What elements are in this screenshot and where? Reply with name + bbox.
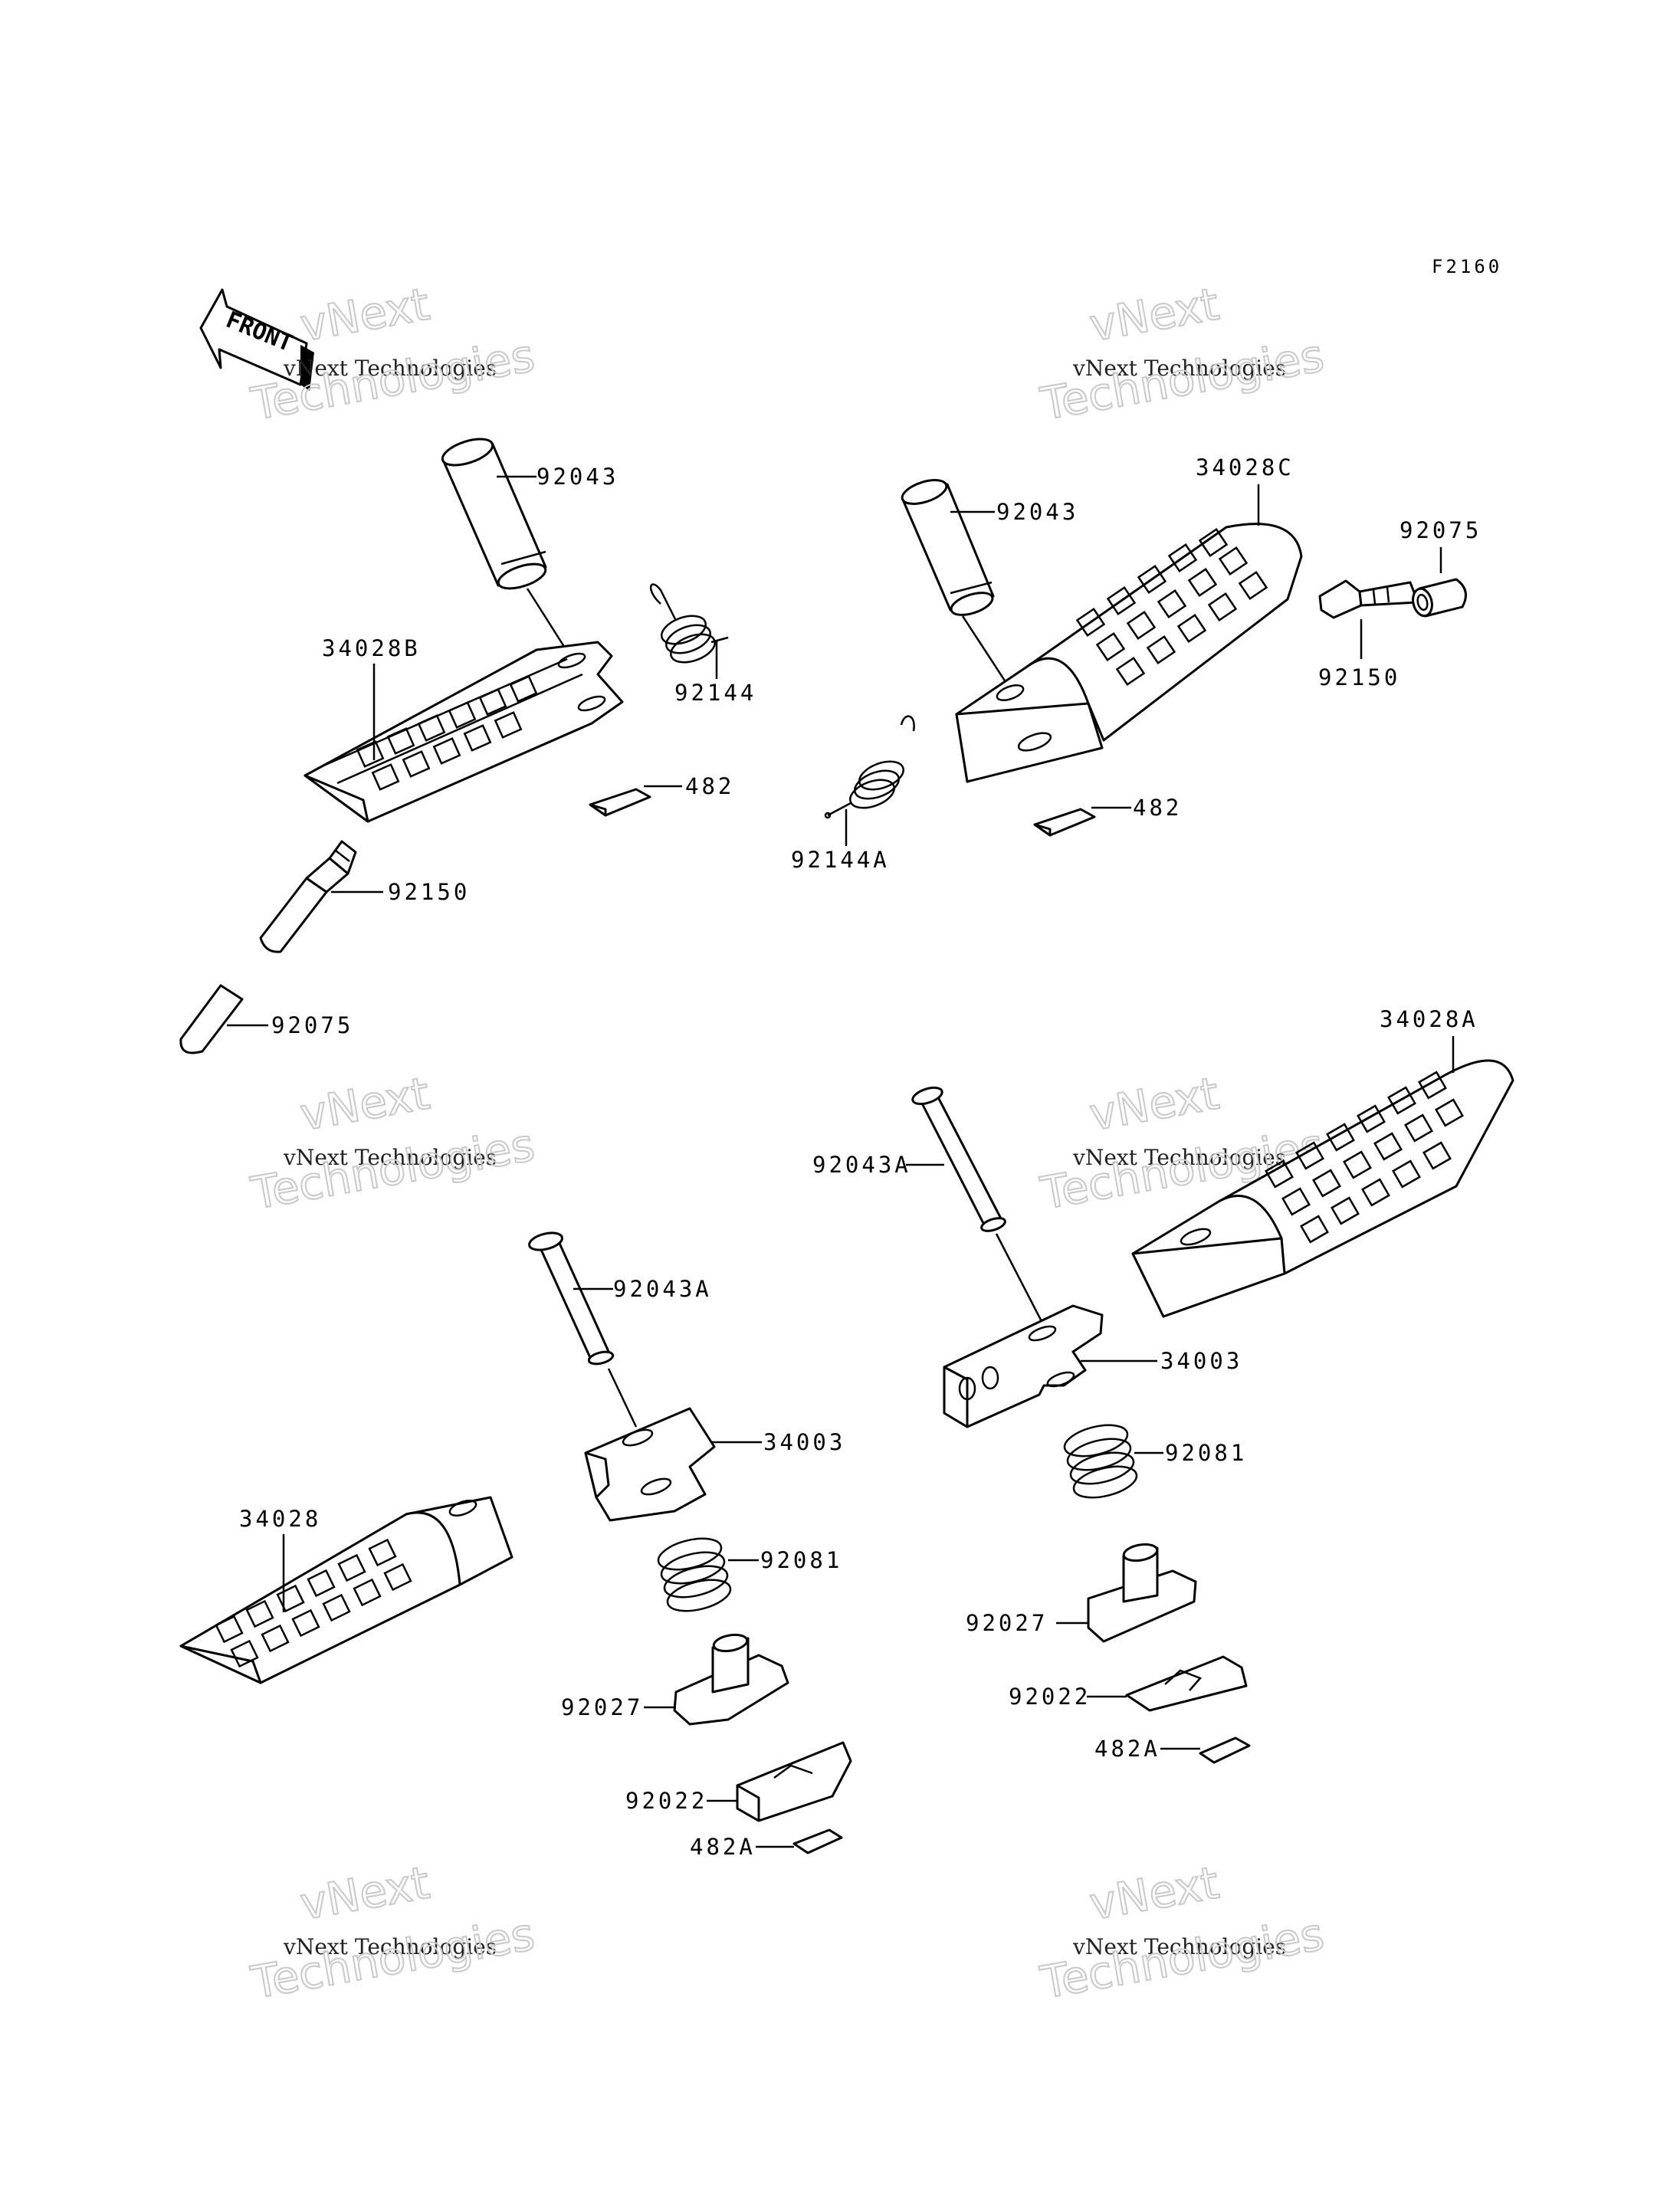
cap-92075-left	[179, 984, 244, 1054]
footpeg-34028B	[304, 641, 624, 823]
callout-482-right: 482	[1133, 795, 1182, 821]
clip-482-right	[1033, 808, 1096, 837]
callout-92075-left: 92075	[271, 1012, 353, 1038]
svg-text:Technologies: Technologies	[248, 1119, 539, 1220]
svg-text:vNext Technologies: vNext Technologies	[1072, 1934, 1286, 1959]
svg-text:vNext: vNext	[297, 1856, 434, 1930]
cap-92075-right	[1412, 578, 1467, 618]
svg-text:vNext Technologies: vNext Technologies	[1072, 356, 1286, 381]
callout-92043A-right: 92043A	[812, 1152, 911, 1178]
clip-482A-right	[1199, 1736, 1251, 1764]
callout-482A-left: 482A	[690, 1834, 756, 1860]
pin-92043-right	[901, 479, 995, 616]
footpeg-34028C	[955, 523, 1303, 783]
callout-92150-left: 92150	[388, 879, 470, 905]
spring-92144	[649, 583, 729, 664]
callout-92081-left: 92081	[760, 1547, 842, 1573]
svg-text:vNext Technologies: vNext Technologies	[1072, 1145, 1286, 1170]
callout-482-left: 482	[685, 773, 734, 799]
callout-92022-right: 92022	[1009, 1684, 1091, 1710]
footpeg-34028	[179, 1496, 514, 1684]
callout-34028C: 34028C	[1196, 454, 1294, 480]
spring-92144A	[824, 715, 915, 819]
callout-92144: 92144	[674, 680, 756, 706]
svg-text:vNext Technologies: vNext Technologies	[283, 356, 497, 381]
clip-482A-left	[792, 1828, 843, 1854]
pivot-34003-right	[943, 1304, 1104, 1428]
callout-34028B: 34028B	[322, 635, 421, 661]
pin-92043-left	[441, 438, 547, 590]
callout-34003-right: 34003	[1160, 1348, 1242, 1374]
plate-92022-right	[1125, 1655, 1248, 1712]
svg-text:Technologies: Technologies	[1037, 1908, 1328, 2009]
callout-34028: 34028	[239, 1506, 321, 1532]
holder-92027-left	[673, 1633, 789, 1726]
callout-92075-right: 92075	[1399, 517, 1481, 543]
plate-92022-left	[736, 1741, 852, 1822]
front-arrow-icon: FRONT	[199, 288, 314, 391]
callout-482A-right: 482A	[1094, 1736, 1160, 1762]
callout-92144A: 92144A	[791, 847, 890, 873]
svg-text:vNext: vNext	[1086, 277, 1223, 351]
holder-92027-right	[1087, 1543, 1197, 1643]
svg-text:vNext Technologies: vNext Technologies	[283, 1145, 497, 1170]
watermark-bottom-left: vNext vNext Technologies Technologies	[247, 1855, 540, 2009]
svg-text:vNext: vNext	[1086, 1067, 1223, 1140]
spring-92081-left	[657, 1537, 732, 1612]
callout-92081-right: 92081	[1165, 1440, 1247, 1466]
footpeg-34028A	[1131, 1059, 1514, 1318]
pin-92043A-left	[528, 1231, 615, 1366]
clip-482-left	[589, 788, 651, 817]
svg-text:Technologies: Technologies	[1037, 330, 1328, 431]
callout-92027-right: 92027	[966, 1610, 1048, 1636]
callout-92022-left: 92022	[625, 1788, 707, 1814]
pin-92043A-right	[911, 1086, 1006, 1232]
watermark-bottom-right: vNext vNext Technologies Technologies	[1036, 1855, 1329, 2009]
svg-text:vNext: vNext	[297, 1067, 434, 1140]
callout-34028A: 34028A	[1380, 1006, 1478, 1032]
callout-92043A-left: 92043A	[613, 1276, 712, 1302]
callout-92150-right: 92150	[1318, 664, 1400, 690]
callout-34003-left: 34003	[763, 1429, 845, 1455]
svg-text:vNext Technologies: vNext Technologies	[283, 1934, 497, 1959]
svg-text:vNext: vNext	[1086, 1856, 1223, 1930]
figure-code: F2160	[1432, 256, 1502, 277]
svg-text:Technologies: Technologies	[248, 1908, 539, 2009]
bolt-92150-left	[259, 840, 357, 953]
watermark-mid-left: vNext vNext Technologies Technologies	[247, 1066, 540, 1220]
pivot-34003-left	[584, 1407, 716, 1522]
callout-92043-left: 92043	[536, 464, 619, 490]
bolt-92150-right	[1318, 579, 1419, 619]
callout-92027-left: 92027	[561, 1694, 643, 1720]
svg-text:vNext: vNext	[297, 277, 434, 351]
spring-92081-right	[1063, 1424, 1138, 1499]
callout-92043-right: 92043	[996, 499, 1078, 525]
watermark-top-right: vNext vNext Technologies Technologies	[1036, 277, 1329, 431]
